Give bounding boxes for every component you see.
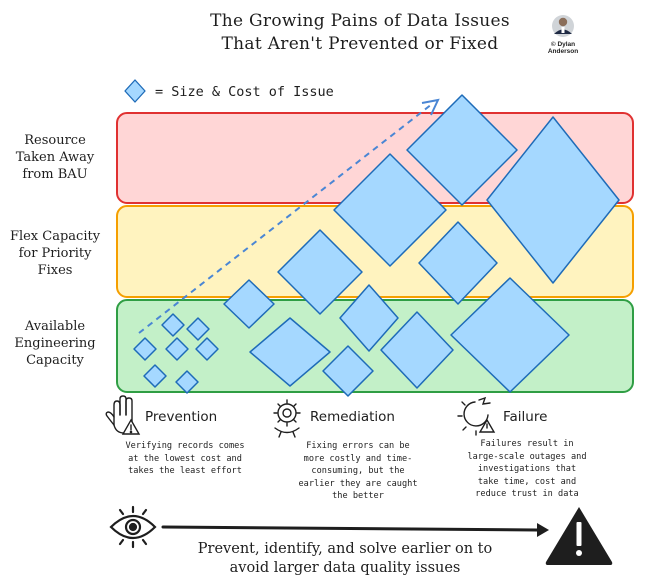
phase-desc-prevention: Verifying records comes at the lowest co… xyxy=(110,440,260,478)
issue-diamond xyxy=(143,364,167,388)
band-label-engineering-capacity: Available Engineering Capacity xyxy=(0,318,110,369)
phase-desc-line: investigations that xyxy=(477,464,577,474)
phase-desc-remediation: Fixing errors can be more costly and tim… xyxy=(283,440,433,503)
issue-diamond xyxy=(223,279,275,329)
issue-diamond xyxy=(322,345,374,397)
band-label-line: Taken Away xyxy=(15,150,95,165)
progress-arrow xyxy=(161,523,549,537)
phase-title-failure: Failure xyxy=(503,409,548,425)
title-line-1: The Growing Pains of Data Issues xyxy=(210,11,510,31)
band-flex-capacity xyxy=(116,205,634,298)
growth-trend-arrow xyxy=(138,98,440,334)
author-name-line-1: © Dylan xyxy=(550,41,576,48)
band-resource-bau xyxy=(116,112,634,204)
issue-diamond xyxy=(450,277,570,393)
phase-desc-line: Fixing errors can be xyxy=(306,441,410,451)
issue-diamond xyxy=(133,337,157,361)
footer-message: Prevent, identify, and solve earlier on … xyxy=(160,540,530,578)
issue-diamond xyxy=(339,284,399,352)
phase-desc-line: Failures result in xyxy=(480,439,574,449)
band-label-line: Flex Capacity xyxy=(9,229,101,244)
band-label-resource-bau: Resource Taken Away from BAU xyxy=(0,132,110,183)
title-line-2: That Aren't Prevented or Fixed xyxy=(221,34,499,54)
phase-desc-line: takes the least effort xyxy=(128,466,242,476)
phase-desc-line: earlier they are caught xyxy=(298,478,418,489)
issue-diamond xyxy=(186,317,210,341)
phase-desc-failure: Failures result in large-scale outages a… xyxy=(452,438,602,501)
band-label-flex-capacity: Flex Capacity for Priority Fixes xyxy=(0,228,110,279)
phase-desc-line: at the lowest cost and xyxy=(128,453,242,464)
phase-desc-line: consuming, but the xyxy=(311,466,405,476)
page-title: The Growing Pains of Data Issues That Ar… xyxy=(150,10,570,56)
issue-diamond xyxy=(486,116,620,284)
phase-desc-line: large-scale outages and xyxy=(467,451,587,462)
phase-desc-line: Verifying records comes xyxy=(125,441,245,451)
footer-line-1: Prevent, identify, and solve earlier on … xyxy=(197,541,493,557)
warning-triangle-icon xyxy=(545,507,613,565)
phase-title-remediation: Remediation xyxy=(310,409,395,425)
author-credit: © Dylan Anderson xyxy=(540,41,586,55)
eye-icon xyxy=(109,505,157,549)
band-label-line: Engineering xyxy=(14,336,96,351)
phase-desc-line: take time, cost and xyxy=(477,476,577,487)
phase-desc-line: the better xyxy=(332,491,384,501)
hand-stop-icon xyxy=(105,395,141,435)
issue-diamond xyxy=(380,311,454,389)
band-label-line: from BAU xyxy=(22,167,88,182)
issue-diamond xyxy=(418,221,498,305)
band-label-line: Fixes xyxy=(37,263,73,278)
gear-wrench-icon xyxy=(273,399,301,438)
issue-diamond xyxy=(165,337,189,361)
issue-diamond xyxy=(195,337,219,361)
legend-label: = Size & Cost of Issue xyxy=(155,84,334,100)
issue-diamond xyxy=(175,370,199,394)
band-label-line: Available xyxy=(24,319,86,334)
issue-diamonds xyxy=(133,94,620,397)
issue-diamond xyxy=(161,313,185,337)
author-name-line-2: Anderson xyxy=(547,48,579,55)
band-label-line: for Priority xyxy=(18,246,92,261)
phase-desc-line: reduce trust in data xyxy=(475,489,579,499)
phase-desc-line: more costly and time- xyxy=(303,453,413,464)
band-label-line: Resource xyxy=(24,133,86,148)
issue-diamond xyxy=(333,153,447,267)
issue-diamond xyxy=(249,317,331,387)
footer-line-2: avoid larger data quality issues xyxy=(229,560,461,576)
broken-gear-icon xyxy=(457,396,496,436)
diamond-icon xyxy=(124,79,146,103)
phase-title-prevention: Prevention xyxy=(145,409,218,425)
band-engineering-capacity xyxy=(116,299,634,393)
issue-diamond xyxy=(406,94,518,206)
band-label-line: Capacity xyxy=(26,353,84,368)
issue-diamond xyxy=(277,229,363,315)
